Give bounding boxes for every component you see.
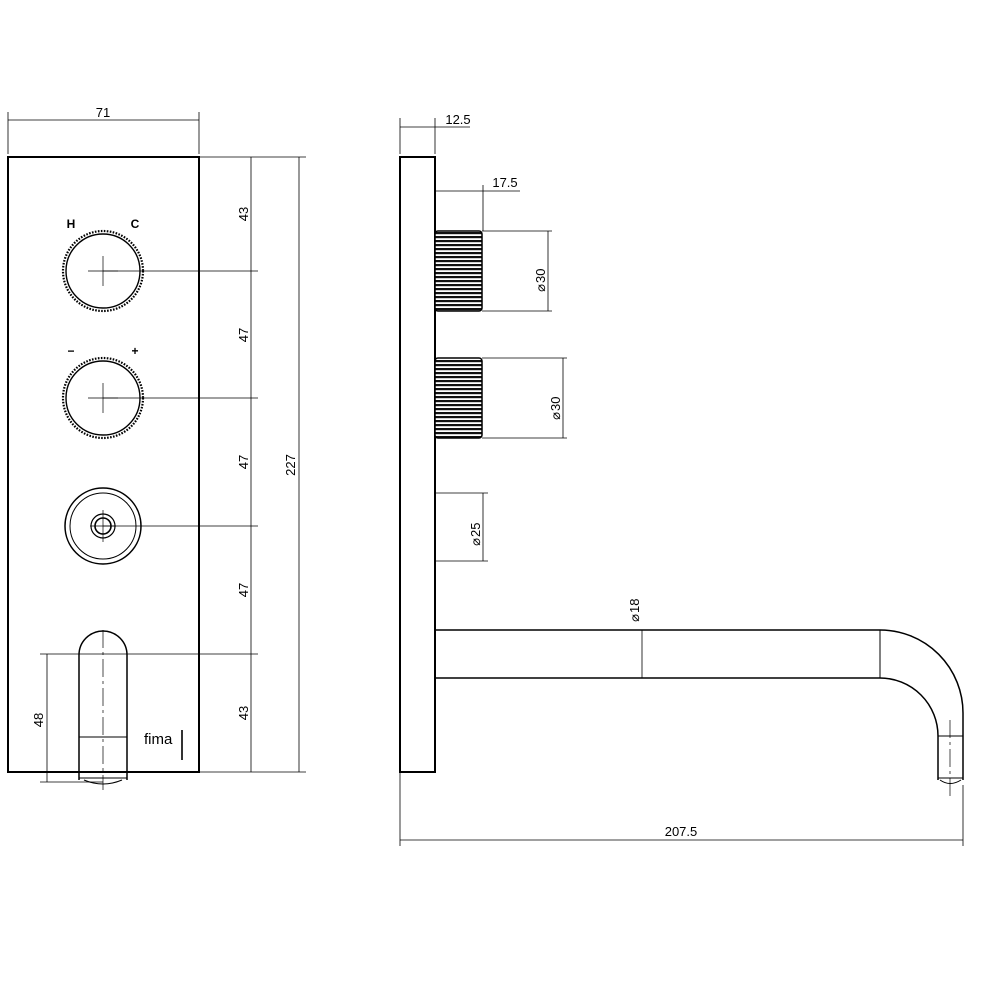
- dim-dia-25: ⌀ 25: [468, 523, 483, 546]
- dim-label-30-a: 30: [533, 269, 548, 283]
- brand-logo: fima: [144, 731, 173, 748]
- spout-side: ⌀ 18: [435, 599, 964, 800]
- dim-label-47-c: 47: [236, 583, 251, 597]
- front-view: 71 H C − +: [7, 105, 306, 790]
- knob-temperature: H C: [61, 217, 145, 313]
- knob-flow: − +: [61, 344, 145, 440]
- knob-side-1: ⌀ 30: [434, 230, 552, 312]
- front-panel: [7, 156, 200, 773]
- dim-spout-48: 48: [31, 653, 103, 783]
- label-plus: +: [131, 344, 138, 358]
- knob-side-2: ⌀ 30: [434, 357, 567, 439]
- dim-knob-17-5: 17.5: [435, 175, 520, 231]
- dim-plate-12-5: 12.5: [399, 112, 471, 154]
- dim-total-227: 227: [283, 157, 300, 772]
- dim-projection-207-5: 207.5: [399, 772, 964, 846]
- dim-label-71: 71: [96, 105, 110, 120]
- dim-label-43-bottom: 43: [236, 706, 251, 720]
- side-view: 12.5 17.5 ⌀ 30 ⌀ 30: [399, 112, 964, 846]
- spout-front: [78, 630, 128, 790]
- dim-label-18: 18: [627, 599, 642, 613]
- dim-label-25: 25: [468, 523, 483, 537]
- dim-label-43-top: 43: [236, 207, 251, 221]
- side-plate: [399, 156, 436, 773]
- svg-text:⌀: ⌀: [468, 538, 483, 546]
- dim-dia-18: ⌀ 18: [627, 599, 642, 622]
- dim-dia-30-a: ⌀ 30: [533, 269, 548, 292]
- svg-text:⌀: ⌀: [627, 614, 642, 622]
- dim-label-48: 48: [31, 713, 46, 727]
- dim-chain-vertical: 43 47 47 47 43: [236, 157, 252, 772]
- dim-label-17-5: 17.5: [492, 175, 517, 190]
- label-hot: H: [67, 217, 76, 231]
- svg-text:⌀: ⌀: [533, 284, 548, 292]
- dim-label-227: 227: [283, 454, 298, 476]
- dim-label-47-b: 47: [236, 455, 251, 469]
- label-cold: C: [131, 217, 140, 231]
- dim-label-12-5: 12.5: [445, 112, 470, 127]
- dim-width-71: 71: [7, 105, 200, 154]
- dim-label-30-b: 30: [548, 397, 563, 411]
- label-minus: −: [67, 344, 74, 358]
- dim-label-207-5: 207.5: [665, 824, 698, 839]
- svg-text:⌀: ⌀: [548, 412, 563, 420]
- diverter-side: ⌀ 25: [435, 492, 488, 562]
- dim-dia-30-b: ⌀ 30: [548, 397, 563, 420]
- dim-label-47-a: 47: [236, 328, 251, 342]
